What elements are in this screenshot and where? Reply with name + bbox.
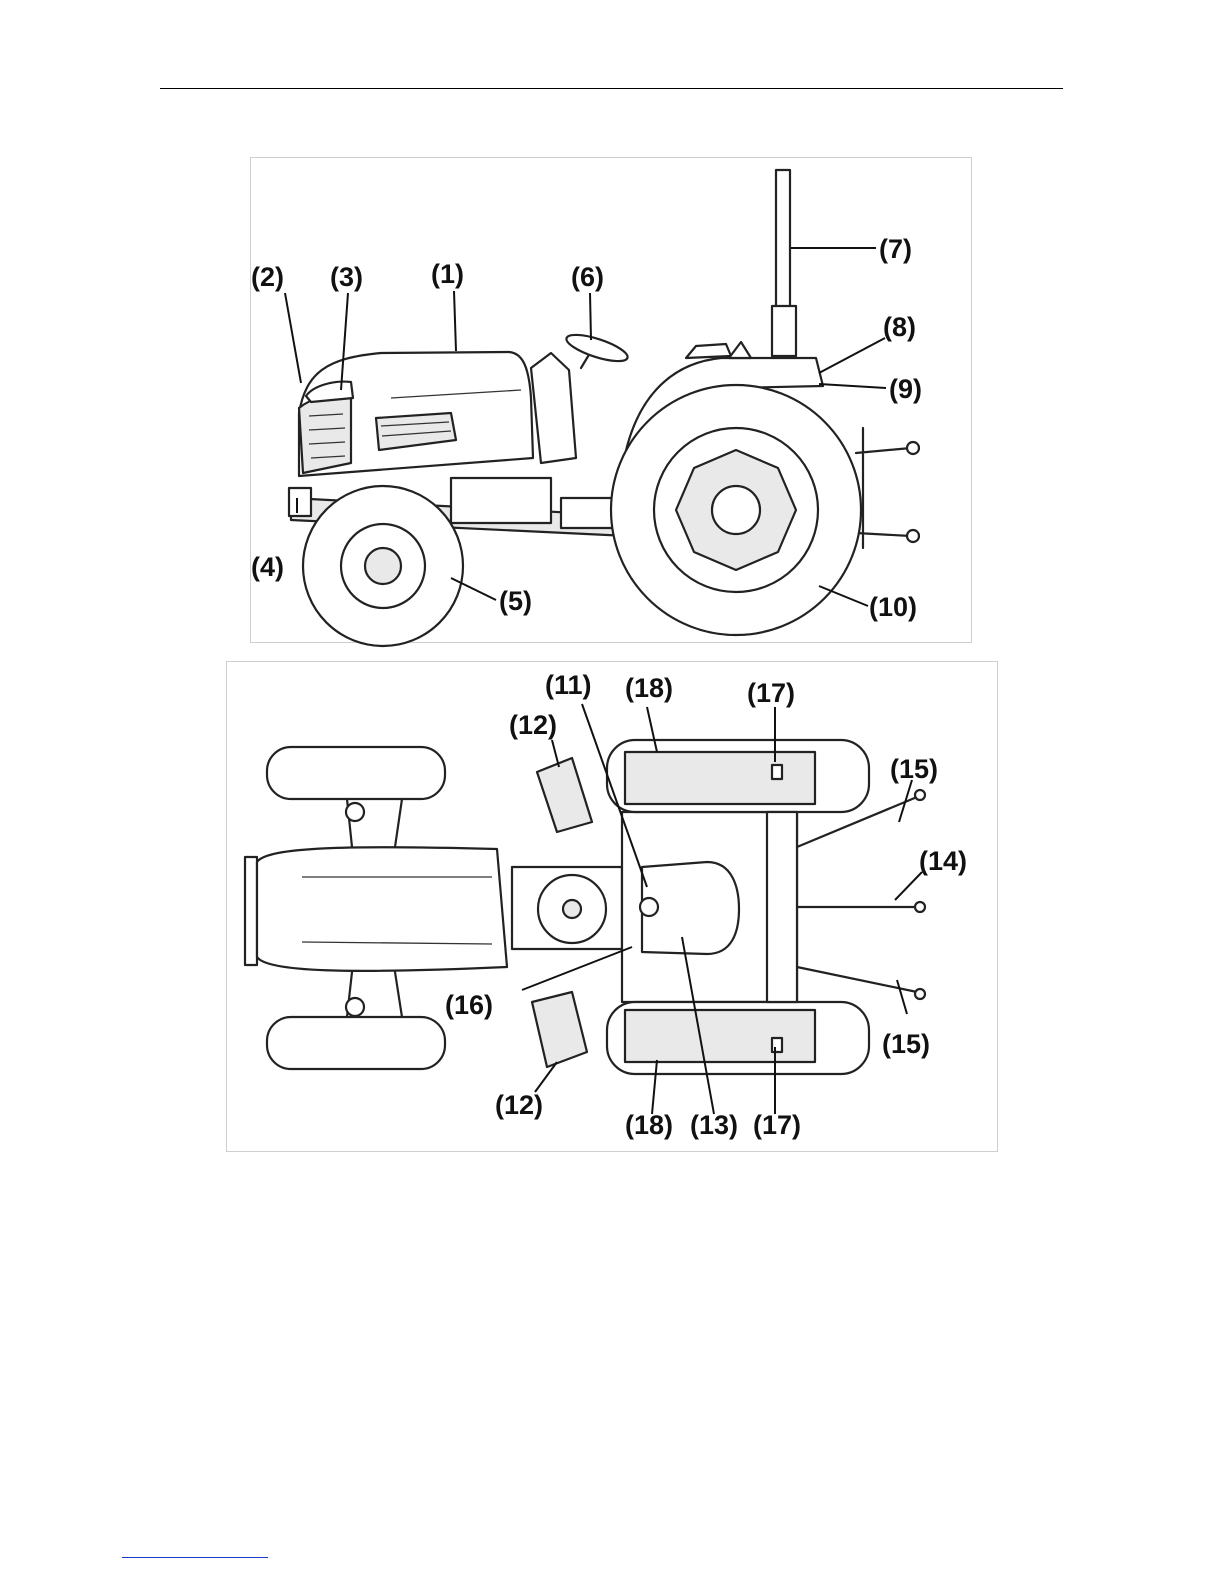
dashboard [531, 353, 576, 463]
callout-13: (13) [690, 1110, 738, 1140]
callout-12-top: (12) [509, 710, 557, 740]
hitch-ball-upper [907, 442, 919, 454]
rops-bracket [772, 306, 796, 356]
callout-15-bottom: (15) [882, 1029, 930, 1059]
header-rule [160, 88, 1063, 89]
callout-8: (8) [883, 312, 916, 342]
callout-11: (11) [545, 670, 592, 700]
step-left [537, 758, 592, 832]
front-hub [365, 548, 401, 584]
callout-17-top: (17) [747, 678, 795, 708]
fender-right [625, 1010, 815, 1062]
front-tire-left [267, 747, 445, 799]
seat-switch [640, 898, 658, 916]
rops-post [776, 170, 790, 320]
callout-17-bottom: (17) [753, 1110, 801, 1140]
front-tire-right [267, 1017, 445, 1069]
footer-link-underline[interactable] [122, 1557, 268, 1558]
fender-left [625, 752, 815, 804]
callout-2: (2) [251, 262, 284, 292]
front-bumper-top [245, 857, 257, 965]
callout-12-bottom: (12) [495, 1090, 543, 1120]
callout-7: (7) [879, 234, 912, 264]
callout-6: (6) [571, 262, 604, 292]
step-right [532, 992, 587, 1067]
tractor-side-view: (1) (2) (3) (4) (5) (6) (7) (8) (9) (10) [250, 157, 972, 643]
callout-15-top: (15) [890, 754, 938, 784]
tractor-side-drawing: (1) (2) (3) (4) (5) (6) (7) (8) (9) (10) [251, 158, 971, 642]
callout-14: (14) [919, 846, 967, 876]
rear-axle [767, 812, 797, 1002]
front-grille [299, 393, 351, 473]
callout-16: (16) [445, 990, 493, 1020]
lower-link-ball-left [915, 790, 925, 800]
callout-1: (1) [431, 259, 464, 289]
callout-18-bottom: (18) [625, 1110, 673, 1140]
seat-handle [729, 342, 751, 358]
front-bumper [289, 488, 311, 516]
seat-back [686, 344, 731, 358]
lamp-right [772, 1038, 782, 1052]
rear-hitch-links [856, 428, 911, 548]
rear-hub [712, 486, 760, 534]
callout-18-top: (18) [625, 673, 673, 703]
hood-top [257, 847, 507, 971]
steering-hub [563, 900, 581, 918]
steering-wheel [564, 330, 630, 367]
top-link-ball [915, 902, 925, 912]
tractor-top-view: (11) (18) (17) (12) (15) (14) (16) (15) … [226, 661, 998, 1152]
kingpin-right [346, 998, 364, 1016]
hitch-ball-lower [907, 530, 919, 542]
callout-4: (4) [251, 552, 284, 582]
lamp-left [772, 765, 782, 779]
callout-10: (10) [869, 592, 917, 622]
tractor-top-drawing: (11) (18) (17) (12) (15) (14) (16) (15) … [227, 662, 997, 1151]
kingpin-left [346, 803, 364, 821]
callout-3: (3) [330, 262, 363, 292]
engine-block [451, 478, 551, 523]
lower-link-ball-right [915, 989, 925, 999]
callout-9: (9) [889, 374, 922, 404]
callout-5: (5) [499, 586, 532, 616]
